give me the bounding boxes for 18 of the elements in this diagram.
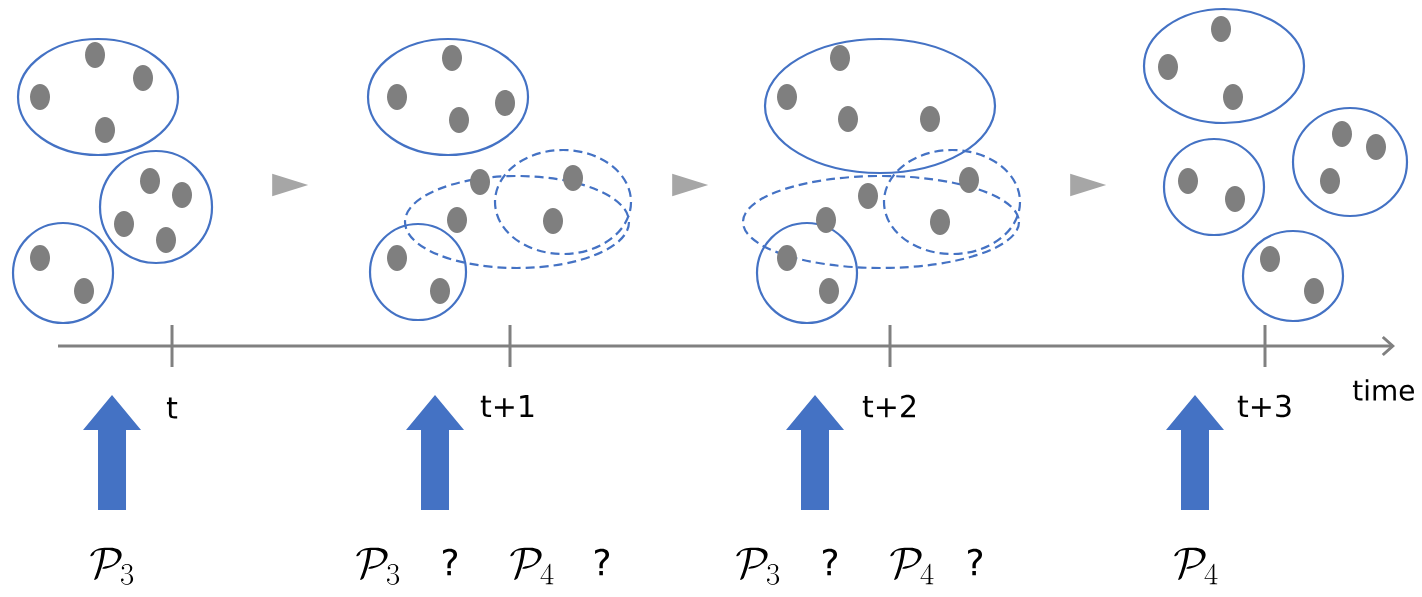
tick-label: t — [166, 397, 178, 419]
formula: $\mathcal{P}_4$ — [1174, 547, 1218, 585]
chevron — [272, 173, 309, 197]
formula: $\mathcal{P}_4$ — [510, 547, 554, 585]
question-mark: ? — [443, 548, 458, 576]
question-mark: ? — [968, 548, 983, 576]
formula: $\mathcal{P}_3$ — [356, 547, 400, 585]
formula: $\mathcal{P}_3$ — [90, 547, 134, 585]
tick-label: t+1 — [480, 395, 534, 417]
chevron — [1070, 173, 1107, 197]
chevron — [672, 173, 709, 197]
question-mark: ? — [595, 548, 610, 576]
tick-label: t+3 — [1237, 394, 1291, 418]
formula: $\mathcal{P}_3$ — [736, 547, 780, 585]
tick-label: t+2 — [862, 394, 915, 418]
formula: $\mathcal{P}_4$ — [890, 547, 934, 585]
axis-label: time — [1352, 379, 1414, 401]
question-mark: ? — [823, 548, 838, 576]
